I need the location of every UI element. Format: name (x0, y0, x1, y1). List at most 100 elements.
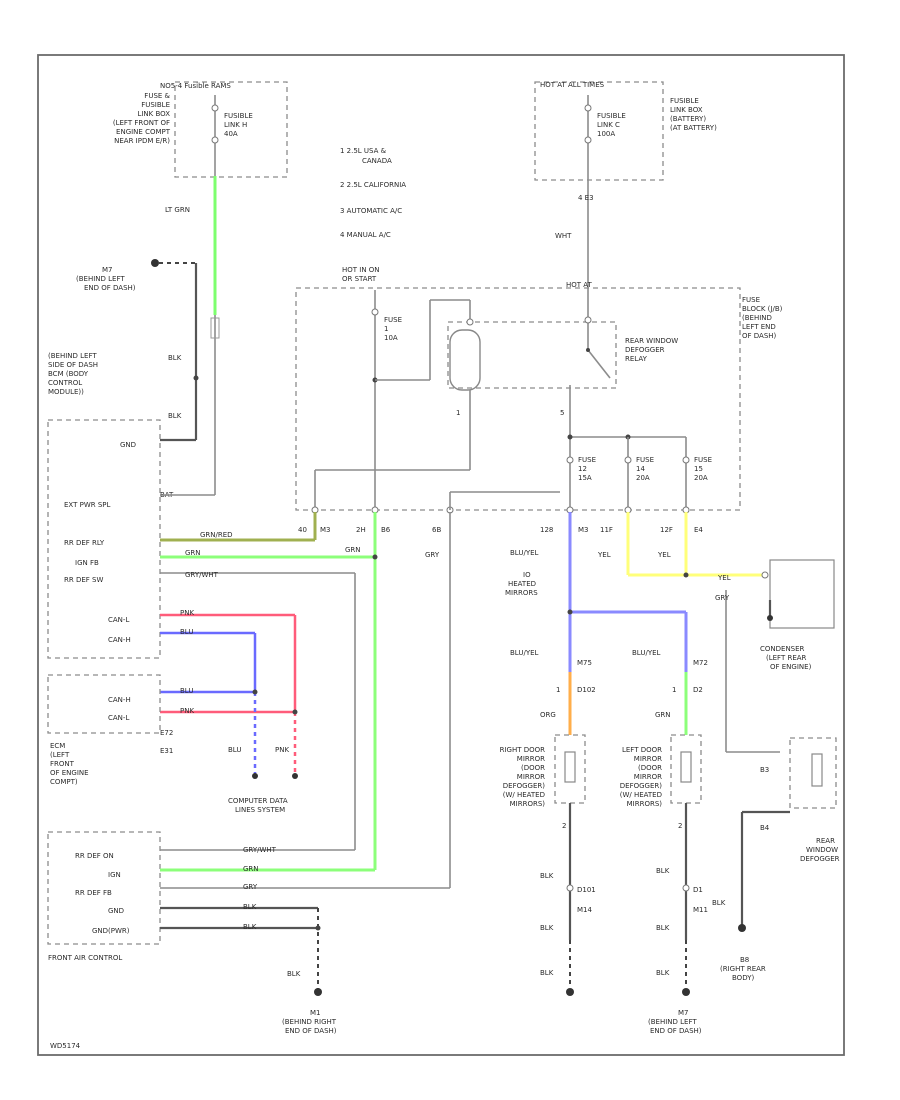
front-air-control-box (47, 831, 161, 945)
blk-label-b8: BLK (712, 899, 726, 907)
bcm-ext-pwr: EXT PWR SPL (64, 501, 110, 509)
bcm-canl: CAN-L (108, 616, 129, 624)
fusible-link-box-right (534, 81, 664, 181)
ground-m7-bottom (682, 988, 690, 996)
blu-yel-label-2: BLU/YEL (510, 649, 539, 657)
bcm-rr-def-sw: RR DEF SW (64, 576, 103, 584)
rear-defogger-box (789, 737, 837, 809)
fusible-link-box-left (174, 81, 288, 178)
yel-label-3: YEL (717, 574, 731, 582)
legend-3: 3 AUTOMATIC A/C (340, 207, 402, 215)
gry-wht-label-2: GRY/WHT (243, 846, 277, 854)
ecm-e31: E31 (160, 747, 173, 755)
legend: 1 2.5L USA & CANADA 2 2.5L CALIFORNIA 3 … (340, 147, 406, 239)
ground-m7-top (151, 259, 159, 267)
blu-label-2: BLU (180, 687, 193, 695)
fusible-box-right-title: HOT AT ALL TIMES (540, 81, 605, 89)
pin-2-left: 2 (678, 822, 682, 830)
blk-label-m1a: BLK (540, 872, 554, 880)
conn-m72: M72 (693, 659, 708, 667)
conn-m14: M14 (577, 906, 592, 914)
grn-label-1: GRN (185, 549, 201, 557)
conn-e3: 4 E3 (578, 194, 594, 202)
wht-wire-label: WHT (555, 232, 572, 240)
pin-11f: 11F (600, 526, 613, 534)
conn-d101: D101 (577, 886, 596, 894)
ground-b8 (738, 924, 746, 932)
ground-m1 (314, 988, 322, 996)
pin-128: 128 (540, 526, 553, 534)
blk-label-m1c: BLK (540, 969, 554, 977)
blu-label-3: BLU (228, 746, 241, 754)
blk-label-m2a: BLK (656, 867, 670, 875)
bcm-canh: CAN-H (108, 636, 131, 644)
pnk-label-2: PNK (180, 707, 194, 715)
bcm-rr-def-rly: RR DEF RLY (64, 539, 105, 547)
pin-2-right: 2 (562, 822, 566, 830)
pin-6b: 6B (432, 526, 441, 534)
footer-code: WD5174 (50, 1042, 81, 1050)
grn-red-label: GRN/RED (200, 531, 233, 539)
ecm-e72: E72 (160, 729, 173, 737)
pin-1-d2: 1 (672, 686, 676, 694)
pnk-label-3: PNK (275, 746, 289, 754)
conn-d102: D102 (577, 686, 596, 694)
conn-m75: M75 (577, 659, 592, 667)
blu-label-1: BLU (180, 628, 193, 636)
legend-4: 4 MANUAL A/C (340, 231, 391, 239)
legend-1b: CANADA (362, 157, 392, 165)
blk-label-m2b: BLK (656, 924, 670, 932)
fac-gnd-pwr: GND(PWR) (92, 927, 130, 935)
legend-1: 1 2.5L USA & (340, 147, 387, 155)
pin-1-d102: 1 (556, 686, 560, 694)
yel-label-2: YEL (657, 551, 671, 559)
pin-e4: E4 (694, 526, 703, 534)
blk-label-m1: BLK (287, 970, 301, 978)
grn-label-2: GRN (345, 546, 361, 554)
bcm-ign-fb: IGN FB (75, 559, 99, 567)
pin-12f: 12F (660, 526, 673, 534)
fac-ign: IGN (108, 871, 121, 879)
pin-m3: M3 (320, 526, 331, 534)
fuse-block-box (295, 287, 741, 511)
condenser-box (769, 559, 835, 629)
left-mirror-box (670, 734, 702, 804)
blu-yel-label-1: BLU/YEL (510, 549, 539, 557)
pnk-label-1: PNK (180, 609, 194, 617)
front-ac-label: FRONT AIR CONTROL (48, 954, 122, 962)
blk-label-1: BLK (168, 354, 182, 362)
right-mirror-box (554, 734, 586, 804)
conn-b4: B4 (760, 824, 770, 832)
blk-label-fac1: BLK (243, 903, 257, 911)
gry-label-1: GRY (425, 551, 440, 559)
gry-label-3: GRY (715, 594, 730, 602)
ecm-canh: CAN-H (108, 696, 131, 704)
blk-label-m2c: BLK (656, 969, 670, 977)
conn-d2: D2 (693, 686, 703, 694)
yel-label-1: YEL (597, 551, 611, 559)
grn-label-4: GRN (655, 711, 671, 719)
fac-rr-def-on: RR DEF ON (75, 852, 114, 860)
conn-m11: M11 (693, 906, 708, 914)
